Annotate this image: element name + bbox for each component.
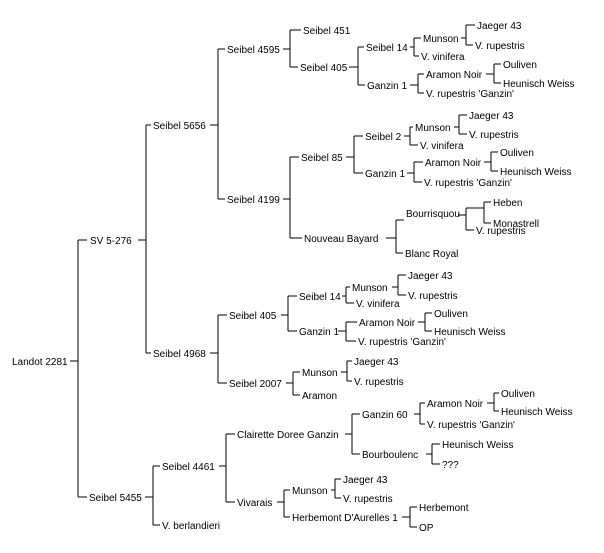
node-heunisch-weiss: Heunisch Weiss — [501, 407, 573, 418]
node-seibel-4461: Seibel 4461 — [162, 462, 215, 473]
node-clairette-doree-ganzin: Clairette Doree Ganzin — [237, 430, 339, 441]
node-nouveau-bayard: Nouveau Bayard — [304, 234, 379, 245]
node-v-vinifera: V. vinifera — [420, 141, 464, 152]
node-v-berlandieri: V. berlandieri — [162, 521, 220, 532]
node-seibel-5656: Seibel 5656 — [153, 121, 206, 132]
node-seibel-2: Seibel 2 — [365, 132, 402, 143]
node-v-rupestris: V. rupestris — [475, 41, 525, 52]
node-bourrisquou: Bourrisquou — [406, 209, 460, 220]
node-seibel-405: Seibel 405 — [229, 311, 277, 322]
node-v-vinifera: V. vinifera — [356, 299, 400, 310]
node-ganzin-60: Ganzin 60 — [362, 410, 408, 421]
node-heunisch-weiss: Heunisch Weiss — [434, 327, 506, 338]
node-aramon: Aramon — [302, 391, 337, 402]
node-ouliven: Ouliven — [500, 148, 534, 159]
node-seibel-2007: Seibel 2007 — [229, 379, 282, 390]
node-labels: Landot 2281 SV 5-276 Seibel 5455 Seibel … — [12, 21, 575, 534]
node-monastrell: Monastrell — [493, 219, 539, 230]
node-seibel-451: Seibel 451 — [303, 26, 351, 37]
node-landot-2281: Landot 2281 — [12, 357, 68, 368]
node-herbemont: Herbemont — [419, 503, 469, 514]
node-v-rupestris-ganzin: V. rupestris 'Ganzin' — [358, 337, 446, 348]
connector-lines — [70, 24, 501, 528]
node-v-rupestris: V. rupestris — [343, 494, 393, 505]
node-aramon-noir: Aramon Noir — [426, 70, 483, 81]
node-bourboulenc: Bourboulenc — [362, 450, 418, 461]
node-munson: Munson — [423, 34, 459, 45]
node-herbemont-daurelles-1: Herbemont D'Aurelles 1 — [292, 513, 398, 524]
node-op: OP — [419, 523, 434, 534]
node-munson: Munson — [302, 368, 338, 379]
node-munson: Munson — [415, 123, 451, 134]
node-v-rupestris: V. rupestris — [408, 291, 458, 302]
node-sv-5-276: SV 5-276 — [90, 236, 132, 247]
node-jaeger-43: Jaeger 43 — [354, 357, 399, 368]
node-v-rupestris-ganzin: V. rupestris 'Ganzin' — [424, 178, 512, 189]
node-heunisch-weiss: Heunisch Weiss — [442, 440, 514, 451]
node-aramon-noir: Aramon Noir — [425, 158, 482, 169]
node-v-rupestris-ganzin: V. rupestris 'Ganzin' — [426, 89, 514, 100]
node-heben: Heben — [493, 198, 522, 209]
node-heunisch-weiss: Heunisch Weiss — [503, 79, 575, 90]
node-heunisch-weiss: Heunisch Weiss — [500, 167, 572, 178]
node-munson: Munson — [352, 283, 388, 294]
node-ganzin-1: Ganzin 1 — [299, 327, 339, 338]
node-v-rupestris-ganzin: V. rupestris 'Ganzin' — [427, 420, 515, 431]
node-seibel-4968: Seibel 4968 — [153, 349, 206, 360]
node-unknown: ??? — [442, 460, 459, 471]
node-aramon-noir: Aramon Noir — [427, 399, 484, 410]
node-munson: Munson — [292, 486, 328, 497]
node-seibel-5455: Seibel 5455 — [89, 493, 142, 504]
node-seibel-4595: Seibel 4595 — [227, 45, 280, 56]
node-ouliven: Ouliven — [501, 389, 535, 400]
node-vivarais: Vivarais — [237, 498, 272, 509]
node-v-rupestris: V. rupestris — [469, 130, 519, 141]
node-seibel-14: Seibel 14 — [299, 292, 341, 303]
node-seibel-14: Seibel 14 — [366, 43, 408, 54]
node-v-rupestris: V. rupestris — [354, 377, 404, 388]
node-ouliven: Ouliven — [434, 309, 468, 320]
node-ouliven: Ouliven — [503, 60, 537, 71]
node-blanc-royal: Blanc Royal — [405, 249, 458, 260]
node-v-rupestris: V. rupestris — [476, 226, 526, 237]
node-v-vinifera: V. vinifera — [421, 52, 465, 63]
node-ganzin-1: Ganzin 1 — [365, 169, 405, 180]
node-seibel-4199: Seibel 4199 — [227, 195, 280, 206]
node-jaeger-43: Jaeger 43 — [343, 475, 388, 486]
node-jaeger-43: Jaeger 43 — [408, 271, 453, 282]
node-seibel-85: Seibel 85 — [301, 153, 343, 164]
node-jaeger-43: Jaeger 43 — [469, 111, 514, 122]
node-seibel-405: Seibel 405 — [300, 63, 348, 74]
node-jaeger-43: Jaeger 43 — [477, 21, 522, 32]
node-aramon-noir: Aramon Noir — [359, 318, 416, 329]
node-ganzin-1: Ganzin 1 — [367, 81, 407, 92]
